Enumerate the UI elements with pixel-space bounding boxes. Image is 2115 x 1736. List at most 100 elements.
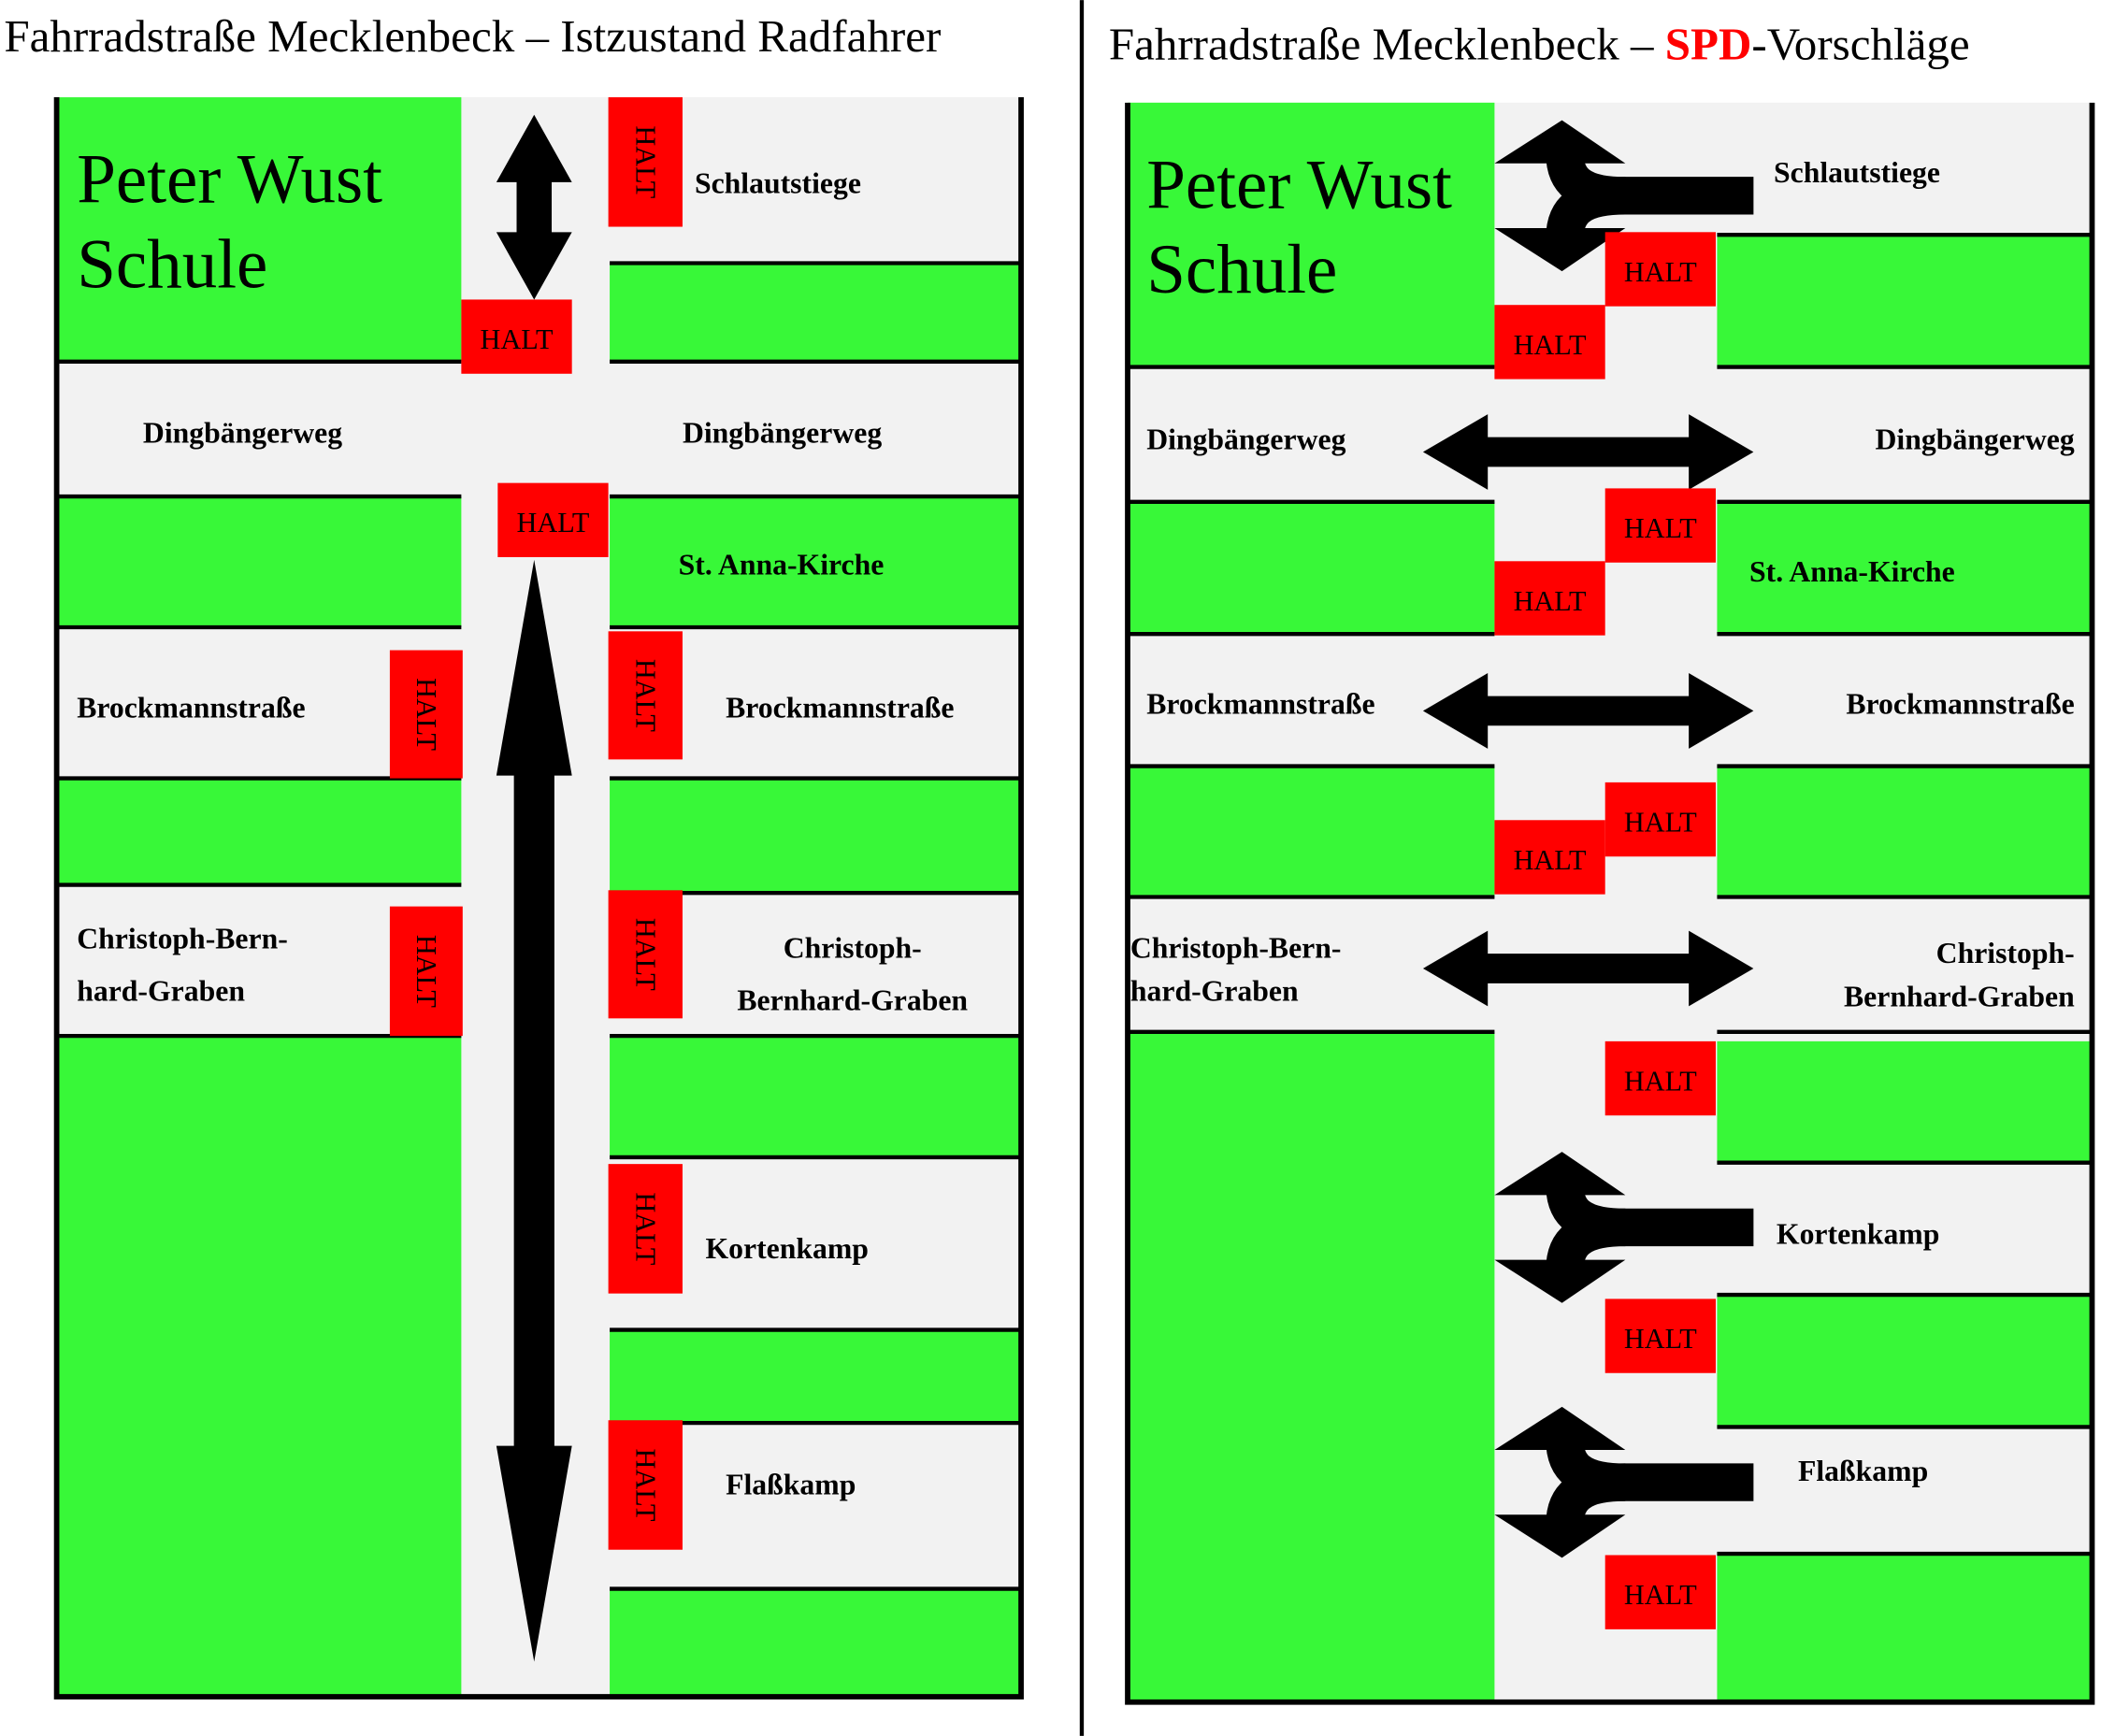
street-label: Kortenkamp (705, 1232, 868, 1265)
halt-label: HALT (629, 125, 661, 198)
halt-sign: HALT (608, 1164, 683, 1294)
right-title-prefix: Fahrradstraße Mecklenbeck – (1109, 19, 1665, 70)
green-block (1128, 102, 1495, 367)
halt-box (608, 631, 683, 760)
street-label: Brockmannstraße (726, 692, 954, 725)
left-panel-current-state: Peter WustSchuleSchlautstiegeDingbängerw… (53, 97, 1024, 1700)
halt-box (1604, 782, 1716, 857)
halt-sign: HALT (608, 631, 683, 760)
halt-sign: HALT (389, 650, 463, 779)
right-title: Fahrradstraße Mecklenbeck – SPD-Vorschlä… (1109, 19, 1970, 70)
street-label: Kortenkamp (1777, 1217, 1939, 1250)
street-label: Dingbängerweg (1146, 423, 1345, 456)
double-arrow-horizontal-icon (1422, 930, 1754, 1007)
halt-label: HALT (410, 935, 442, 1008)
halt-sign: HALT (1494, 305, 1605, 380)
street-label: Brockmannstraße (77, 692, 305, 725)
halt-box (1604, 488, 1716, 563)
halt-label: HALT (629, 1192, 661, 1265)
street-label: Dingbängerweg (683, 416, 882, 449)
halt-label: HALT (1514, 329, 1587, 361)
halt-box (1604, 1555, 1716, 1629)
double-arrow-vertical-icon (496, 559, 572, 1662)
fork-arrow-icon (1494, 120, 1754, 272)
green-block (610, 1036, 1022, 1157)
green-block (56, 1036, 462, 1697)
halt-box (608, 890, 683, 1019)
green-block (56, 778, 462, 885)
halt-label: HALT (410, 678, 442, 751)
green-block (1717, 235, 2093, 367)
halt-box (497, 482, 609, 557)
halt-sign: HALT (1604, 1555, 1716, 1629)
street-label: Schule (77, 225, 267, 303)
halt-label: HALT (1624, 1065, 1697, 1097)
street-label: Dingbängerweg (143, 416, 342, 449)
halt-sign: HALT (608, 890, 683, 1019)
street-label: Peter Wust (1146, 146, 1452, 223)
green-block (610, 1588, 1022, 1697)
left-title: Fahrradstraße Mecklenbeck – Istzustand R… (4, 10, 941, 62)
halt-sign: HALT (1604, 782, 1716, 857)
double-arrow-horizontal-icon (1422, 673, 1754, 749)
green-block (56, 496, 462, 627)
street-label: St. Anna-Kirche (679, 549, 885, 581)
street-label: Peter Wust (77, 141, 382, 219)
panel-frame (53, 97, 1024, 1700)
green-block (1128, 1031, 1495, 1702)
street-label: Bernhard-Graben (737, 984, 968, 1017)
street-label: Christoph- (784, 931, 922, 964)
green-block (1717, 501, 2093, 635)
halt-box (1604, 232, 1716, 307)
fork-arrow-icon (1494, 1152, 1754, 1303)
halt-box (1604, 1040, 1716, 1116)
green-block (610, 496, 1022, 627)
fork-arrow-up-head (1494, 1152, 1626, 1196)
halt-box (1604, 1298, 1716, 1373)
halt-box (608, 97, 683, 227)
halt-sign: HALT (461, 299, 572, 374)
halt-label: HALT (1514, 585, 1587, 617)
green-block (56, 97, 462, 362)
halt-label: HALT (629, 918, 661, 991)
double-arrow-vertical-icon (496, 114, 572, 300)
fork-arrow-down-head (1494, 1259, 1626, 1303)
halt-sign: HALT (1604, 1298, 1716, 1373)
halt-label: HALT (1624, 806, 1697, 838)
halt-sign: HALT (389, 906, 463, 1037)
street-label: Christoph-Bern- (77, 922, 288, 954)
halt-box (608, 1420, 683, 1550)
green-block (610, 1329, 1022, 1424)
panel-frame (1125, 102, 2095, 1705)
street-label: St. Anna-Kirche (1749, 555, 1955, 588)
halt-label: HALT (1624, 512, 1697, 544)
halt-box (1494, 305, 1605, 380)
halt-sign: HALT (1604, 232, 1716, 307)
halt-label: HALT (516, 507, 589, 538)
double-arrow-horizontal-icon (1422, 414, 1754, 490)
green-block (610, 263, 1022, 362)
halt-sign: HALT (1604, 1040, 1716, 1116)
halt-label: HALT (1514, 844, 1587, 876)
street-label: Schule (1146, 231, 1337, 308)
halt-label: HALT (1624, 1579, 1697, 1611)
fork-arrow-up-head (1494, 120, 1626, 164)
halt-sign: HALT (1494, 820, 1605, 895)
green-block (1128, 766, 1495, 897)
green-block (1717, 1040, 2093, 1163)
street-label: Christoph-Bern- (1130, 931, 1342, 964)
street-label: hard-Graben (77, 975, 245, 1008)
halt-box (1494, 561, 1605, 636)
green-block (610, 778, 1022, 894)
halt-label: HALT (481, 323, 554, 355)
green-block (1717, 1554, 2093, 1702)
halt-label: HALT (629, 659, 661, 732)
halt-sign: HALT (1494, 561, 1605, 636)
halt-box (389, 906, 463, 1037)
street-label: Schlautstiege (1774, 156, 1940, 189)
street-label: Brockmannstraße (1146, 687, 1374, 720)
halt-box (608, 1164, 683, 1294)
halt-sign: HALT (497, 482, 609, 557)
